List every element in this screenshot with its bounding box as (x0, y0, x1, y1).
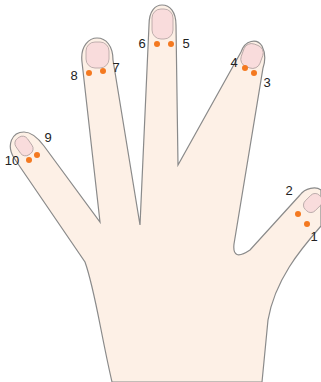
nails (13, 9, 321, 215)
acupoint-dot (242, 65, 248, 71)
callout-number: 8 (70, 69, 77, 82)
acupoint-dot (154, 41, 160, 47)
acupoint-dots (26, 41, 310, 227)
hand-outline (10, 5, 321, 382)
acupoint-dot (34, 152, 40, 158)
nail (152, 9, 173, 39)
acupoint-dot (168, 41, 174, 47)
callout-number: 7 (112, 61, 119, 74)
callout-number: 10 (5, 154, 19, 167)
acupoint-dot (26, 157, 32, 163)
acupoint-dot (251, 70, 257, 76)
callout-number: 4 (230, 56, 237, 69)
acupoint-dot (304, 221, 310, 227)
callout-number: 2 (285, 184, 292, 197)
acupoint-dot (295, 211, 301, 217)
nail (238, 41, 265, 70)
callout-number: 3 (263, 76, 270, 89)
callout-number: 9 (44, 131, 51, 144)
acupoint-dot (86, 70, 92, 76)
callout-number: 5 (182, 37, 189, 50)
callout-number: 1 (310, 230, 317, 243)
acupoint-dot (100, 68, 106, 74)
nail (86, 42, 109, 68)
nail (301, 191, 321, 215)
callout-number: 6 (138, 37, 145, 50)
